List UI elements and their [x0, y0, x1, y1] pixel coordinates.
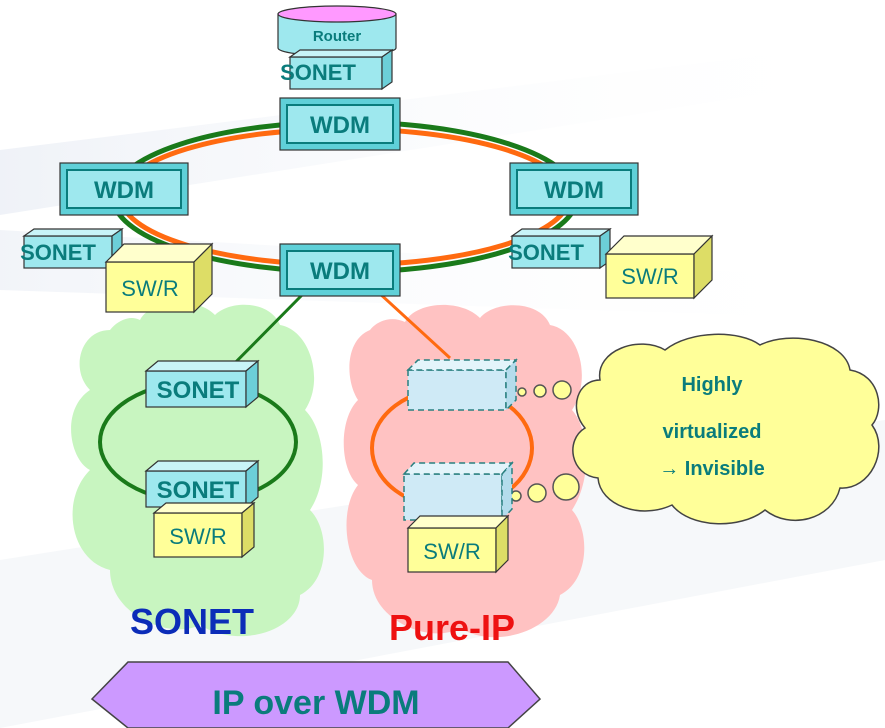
sonet-box-ring-top: SONET	[144, 359, 260, 409]
pureip-section-title: Pure-IP	[389, 607, 515, 648]
router-cylinder: Router	[277, 5, 397, 57]
wdm-label-bottom: WDM	[310, 258, 370, 285]
orange-link	[376, 290, 452, 360]
swr-box-ring: SW/R	[152, 501, 256, 559]
sonet-label-ring-bottom: SONET	[157, 477, 240, 504]
swr-label-left: SW/R	[121, 276, 178, 301]
swr-label-pureip: SW/R	[423, 539, 480, 564]
swr-label-ring: SW/R	[169, 524, 226, 549]
thought-cloud-line-2: virtualized	[663, 421, 762, 443]
sonet-section-title: SONET	[130, 601, 254, 642]
wdm-box-bottom: WDM	[279, 243, 401, 297]
ip-over-wdm-banner: IP over WDM	[90, 661, 542, 728]
wdm-box-top: WDM	[279, 97, 401, 151]
swr-box-right: SW/R	[604, 234, 714, 300]
thought-cloud-line-1: Highly	[681, 374, 743, 396]
wdm-label-right: WDM	[544, 177, 604, 204]
sonet-box-ring-bottom: SONET	[144, 459, 260, 509]
sonet-label-ring-top: SONET	[157, 377, 240, 404]
sonet-label-right: SONET	[508, 240, 584, 265]
wdm-label-left: WDM	[94, 177, 154, 204]
swr-label-right: SW/R	[621, 264, 678, 289]
sonet-label-left: SONET	[20, 240, 96, 265]
router-label: Router	[313, 28, 361, 45]
thought-cloud-line-3: → Invisible	[659, 458, 765, 480]
sonet-box-left: SONET	[20, 227, 124, 270]
thought-bubbles	[510, 380, 580, 503]
wdm-label-top: WDM	[310, 112, 370, 139]
wdm-box-left: WDM	[59, 162, 189, 216]
virtual-node-top	[406, 358, 518, 412]
sonet-box-top: SONET	[280, 48, 394, 91]
sonet-box-right: SONET	[508, 227, 612, 270]
wdm-box-right: WDM	[509, 162, 639, 216]
banner-label: IP over WDM	[212, 684, 419, 722]
thought-cloud	[572, 333, 880, 525]
swr-box-left: SW/R	[104, 242, 214, 314]
swr-box-pureip: SW/R	[406, 514, 510, 574]
virtual-node-bottom	[402, 461, 514, 522]
sonet-label-top: SONET	[280, 60, 356, 85]
